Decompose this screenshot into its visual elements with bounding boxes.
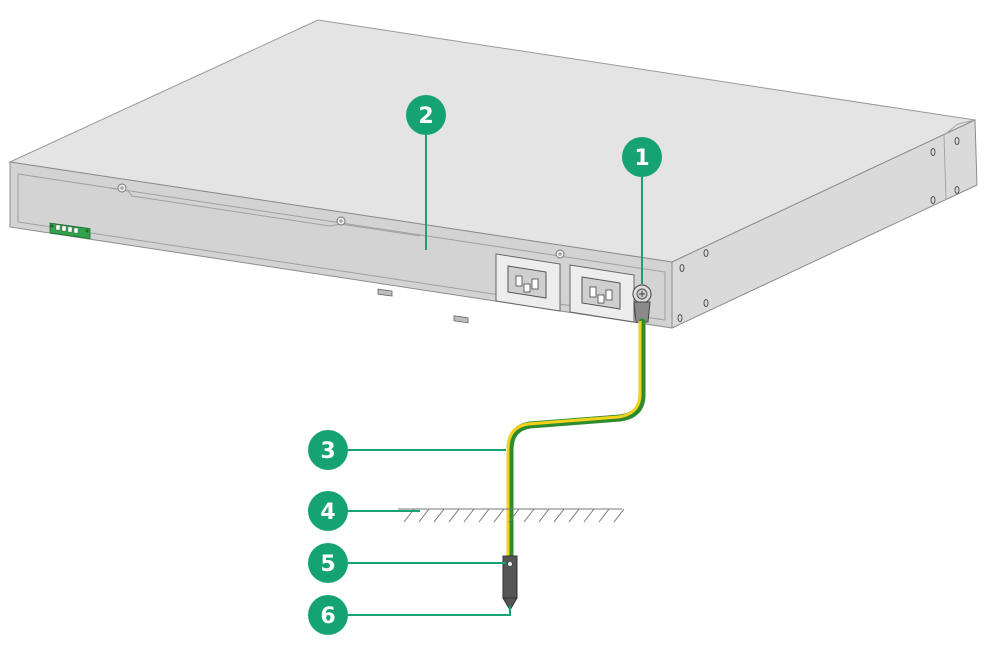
ground-hatch-line bbox=[463, 508, 475, 523]
ground-hatch-line bbox=[613, 508, 625, 523]
ground-hatch-line bbox=[493, 508, 505, 523]
ground-hatch-line bbox=[598, 508, 610, 523]
ground-hatch-line bbox=[448, 508, 460, 523]
callout-6: 6 bbox=[308, 595, 348, 635]
slot bbox=[453, 315, 469, 324]
cover-plate-edge bbox=[109, 187, 421, 237]
ground-rod bbox=[502, 555, 518, 611]
ac-power-inlet-icon bbox=[569, 264, 635, 323]
ground-hatch-line bbox=[583, 508, 595, 523]
callout-2-number: 2 bbox=[418, 104, 433, 129]
ground-hatch-line bbox=[568, 508, 580, 523]
leader-lines bbox=[348, 134, 643, 616]
ground-surface bbox=[398, 508, 625, 523]
callout-1-number: 1 bbox=[634, 146, 649, 171]
ground-hatch-line bbox=[433, 508, 445, 523]
slot bbox=[377, 288, 393, 297]
terminal-block-icon bbox=[49, 222, 91, 240]
grounding-screw-icon bbox=[632, 284, 652, 323]
back-panel-inner-outline bbox=[17, 173, 666, 321]
grounding-cable bbox=[506, 318, 646, 564]
ground-hatch-line bbox=[553, 508, 565, 523]
leader-line-6 bbox=[348, 606, 511, 616]
callout-5: 5 bbox=[308, 543, 348, 583]
callout-4: 4 bbox=[308, 491, 348, 531]
ground-hatch-line bbox=[523, 508, 535, 523]
callout-4-number: 4 bbox=[320, 500, 335, 525]
mounting-hole bbox=[677, 137, 960, 322]
ground-hatch-line bbox=[508, 508, 520, 523]
device-chassis bbox=[8, 19, 978, 329]
chassis-side-panel bbox=[671, 119, 978, 329]
panel-screw bbox=[555, 249, 565, 259]
callout-3: 3 bbox=[308, 430, 348, 470]
ground-hatch-line bbox=[478, 508, 490, 523]
panel-screw bbox=[117, 183, 127, 193]
ac-power-inlet-icon bbox=[495, 253, 561, 312]
ground-hatch-line bbox=[538, 508, 550, 523]
callout-6-number: 6 bbox=[320, 604, 335, 629]
callout-1: 1 bbox=[622, 137, 662, 177]
ground-hatch-line bbox=[418, 508, 430, 523]
callout-5-number: 5 bbox=[320, 552, 335, 577]
panel-screw bbox=[336, 216, 346, 226]
callout-3-number: 3 bbox=[320, 439, 335, 464]
callout-2: 2 bbox=[406, 95, 446, 135]
